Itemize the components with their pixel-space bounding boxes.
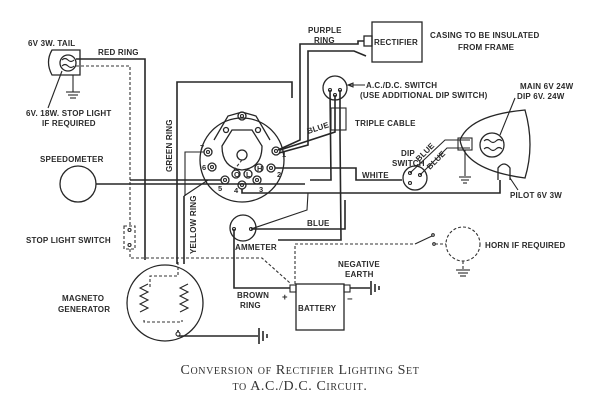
earth-icon — [66, 91, 80, 99]
horn-button-icon — [414, 235, 433, 245]
white-wire — [275, 167, 402, 181]
triple-cable-wire-1 — [310, 89, 332, 181]
magneto-label-1: MAGNETO — [62, 294, 104, 303]
terminal-label-h: H — [257, 164, 262, 173]
horn-wire — [294, 243, 415, 284]
terminal-1 — [271, 146, 281, 156]
brown-ring-wire — [233, 229, 290, 289]
ammeter-label: AMMETER — [235, 243, 277, 252]
filament-icon — [61, 57, 75, 69]
triple-cable-label: TRIPLE CABLE — [355, 119, 416, 128]
rectifier-output-wire — [278, 50, 367, 154]
green-ring-label: GREEN RING — [165, 119, 174, 172]
terminal-label-4: 4 — [234, 186, 239, 195]
terminal-3 — [252, 175, 262, 185]
terminal-label-7: 7 — [200, 143, 204, 152]
tail-lamp-housing — [47, 49, 81, 76]
tail-bulb-icon — [59, 54, 77, 72]
acdc-switch-label-2: (USE ADDITIONAL DIP SWITCH) — [360, 91, 488, 100]
stop-light-switch — [123, 225, 136, 250]
terminal-label-l: L — [246, 170, 251, 179]
terminal-label-1: 1 — [282, 150, 286, 159]
blue-ammeter-wire — [251, 200, 346, 230]
battery-plus: + — [282, 292, 288, 303]
magneto-generator — [126, 264, 204, 342]
terminal-label-2: 2 — [277, 170, 281, 179]
caption-line-1: Conversion of Rectifier Lighting Set — [181, 363, 420, 378]
terminal-2 — [266, 163, 276, 173]
earth-icon — [258, 328, 268, 344]
purple-ring-wire — [277, 40, 364, 151]
caption-line-2: to A.C./D.C. Circuit. — [233, 379, 368, 394]
ammeter — [229, 214, 257, 242]
casing-note-2: FROM FRAME — [458, 43, 515, 52]
coil-icon-2 — [178, 283, 190, 313]
negative-earth-label-1: NEGATIVE — [338, 260, 380, 269]
headlamp-shell — [459, 109, 531, 179]
magneto-label-2: GENERATOR — [58, 305, 110, 314]
terminal-label-5: 5 — [218, 184, 222, 193]
terminal-label-o: O — [234, 170, 240, 179]
headlamp-bulb-icon — [479, 132, 505, 158]
speedometer-label: SPEEDOMETER — [40, 155, 104, 164]
terminal-6 — [207, 162, 217, 172]
dip-switch — [402, 165, 428, 191]
terminal-7 — [203, 147, 213, 157]
negative-earth-label-2: EARTH — [345, 270, 374, 279]
tail-light-label: 6V 3W. TAIL — [28, 39, 75, 48]
purple-ring-label-1: PURPLE — [308, 26, 342, 35]
lighting-switch — [199, 111, 285, 203]
coil-icon-1 — [138, 283, 150, 313]
headlamp-dip-label: DIP 6V. 24W — [517, 92, 565, 101]
yellow-ring-label: YELLOW RING — [189, 195, 198, 254]
triple-cable-sleeve — [330, 107, 347, 131]
dip-switch-label-1: DIP — [401, 149, 415, 158]
casing-note-1: CASING TO BE INSULATED — [430, 31, 539, 40]
pilot-label: PILOT 6V 3W — [510, 191, 562, 200]
brown-ring-label-1: BROWN — [237, 291, 269, 300]
terminal-5 — [220, 175, 230, 185]
terminal-label-3: 3 — [259, 185, 263, 194]
blue-switch-label: BLUE — [306, 120, 331, 136]
acdc-switch-label-1: A.C./D.C. SWITCH — [366, 81, 437, 90]
headlamp-main-label: MAIN 6V 24W — [520, 82, 574, 91]
blue-headlamp-wire-1 — [409, 139, 470, 174]
terminal-label-6: 6 — [202, 163, 206, 172]
stop-switch-feed-wire — [129, 249, 291, 284]
red-ring-label: RED RING — [98, 48, 139, 57]
purple-ring-label-2: RING — [314, 36, 335, 45]
horn — [445, 226, 481, 262]
pointer-line — [47, 70, 63, 109]
green-ring-wire — [176, 81, 293, 264]
stop-light-switch-label: STOP LIGHT SWITCH — [26, 236, 111, 245]
terminal-4 — [237, 180, 247, 190]
speedometer-dial — [59, 165, 97, 203]
red-ring-wire — [76, 58, 146, 260]
battery-minus: − — [347, 294, 353, 305]
stop-light-label-1: 6V. 18W. STOP LIGHT — [26, 109, 111, 118]
earth-icon — [370, 281, 380, 295]
pilot-bulb-icon — [497, 163, 511, 180]
stop-light-wire — [76, 65, 131, 225]
horn-label: HORN IF REQUIRED — [485, 241, 566, 250]
stop-light-label-2: IF REQUIRED — [42, 119, 96, 128]
battery — [295, 283, 345, 331]
tail-stop-light — [47, 49, 81, 109]
earth-icon — [459, 176, 471, 184]
brown-ring-label-2: RING — [240, 301, 261, 310]
pilot-feed-wire — [241, 180, 501, 194]
blue-ammeter-label: BLUE — [307, 219, 330, 228]
rectifier-label: RECTIFIER — [374, 38, 418, 47]
white-label: WHITE — [362, 171, 389, 180]
terminal-top — [237, 111, 247, 121]
dip-switch-label-2: SWITCH — [392, 159, 425, 168]
battery-label: BATTERY — [298, 304, 337, 313]
earth-icon — [456, 269, 470, 277]
